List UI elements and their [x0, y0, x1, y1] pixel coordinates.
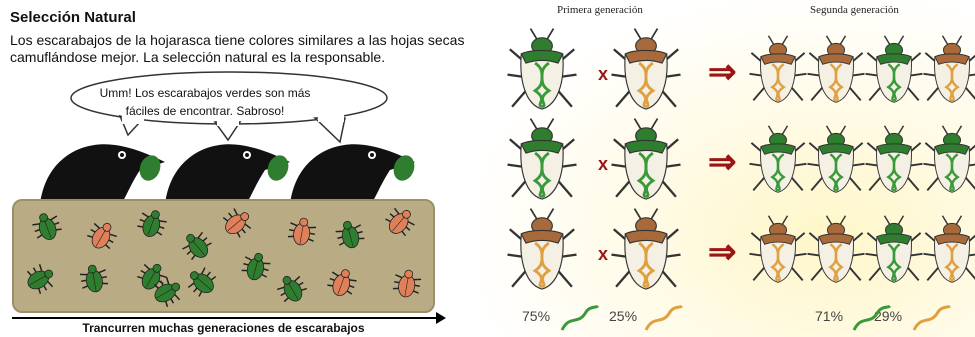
- speech-bubble: [70, 71, 388, 144]
- dna-green-icon-2: [852, 304, 892, 331]
- offspring-row-3-4: [923, 215, 975, 283]
- ground-beetle-5: [222, 208, 252, 238]
- ground-beetles: [26, 207, 422, 307]
- offspring-row-2-4: [923, 125, 975, 193]
- ground-beetle-11: [137, 263, 167, 291]
- offspring-row-1-4: [923, 35, 975, 103]
- crow-1: [40, 144, 165, 205]
- arrow-row-3: ⇒: [708, 233, 737, 271]
- arrow-row-2: ⇒: [708, 143, 737, 181]
- ground-beetle-6: [287, 217, 317, 246]
- ground-beetle-9: [26, 264, 54, 294]
- ground-beetle-3: [137, 210, 167, 237]
- generation-grid: x ⇒ x ⇒ x ⇒: [507, 28, 975, 290]
- ground-beetle-12: [187, 267, 217, 297]
- offspring-row-2-3: [865, 125, 923, 193]
- offspring-row-3-1: [749, 215, 807, 283]
- gen1-brown-pct: 25%: [609, 308, 638, 324]
- arrow-row-1: ⇒: [708, 53, 737, 91]
- ground-beetle-10: [79, 264, 109, 293]
- cross-row-2: x: [598, 154, 608, 174]
- cross-row-1: x: [598, 64, 608, 84]
- ground-beetle-1: [32, 213, 62, 240]
- offspring-row-2-2: [807, 125, 865, 193]
- ground-beetle-15: [327, 269, 357, 296]
- timeline-arrow: [12, 312, 446, 324]
- parent-a-row-2: [507, 118, 577, 200]
- panel-description: Los escarabajos de la hojarasca tiene co…: [10, 32, 465, 65]
- speech-text: Umm! Los escarabajos verdes son más fáci…: [99, 86, 311, 118]
- right-panel: Primera generación Segunda generación x ⇒…: [480, 0, 975, 337]
- crows-illustration: [40, 144, 415, 205]
- dna-green-icon: [560, 304, 600, 331]
- crow-2: [165, 144, 290, 205]
- dna-orange-icon-2: [912, 304, 952, 331]
- ground-beetle-7: [335, 220, 365, 249]
- parent-a-row-3: [507, 208, 577, 290]
- gen2-label: Segunda generación: [810, 4, 899, 16]
- ground-beetle-8: [385, 207, 415, 237]
- offspring-row-2-1: [749, 125, 807, 193]
- parent-a-row-1: [507, 28, 577, 110]
- panel-title: Selección Natural: [10, 9, 136, 26]
- gen1-label: Primera generación: [557, 4, 643, 16]
- crow-3: [290, 144, 415, 205]
- offspring-row-3-3: [865, 215, 923, 283]
- ground-beetle-17: [153, 277, 181, 307]
- ground-beetle-14: [277, 275, 307, 303]
- offspring-row-1-1: [749, 35, 807, 103]
- ground-beetle-16: [392, 269, 422, 298]
- offspring-row-1-2: [807, 35, 865, 103]
- ground-beetle-2: [87, 222, 117, 250]
- cross-row-3: x: [598, 244, 608, 264]
- offspring-row-1-3: [865, 35, 923, 103]
- ground-beetle-13: [241, 252, 271, 281]
- timeline-label: Trancurren muchas generaciones de escara…: [82, 321, 365, 335]
- left-panel: Selección Natural Los escarabajos de la …: [0, 0, 480, 337]
- ground-beetle-4: [182, 231, 212, 261]
- gen2-brown-pct: 29%: [874, 308, 903, 324]
- parent-b-row-1: [611, 28, 681, 110]
- gen2-green-pct: 71%: [815, 308, 844, 324]
- offspring-row-3-2: [807, 215, 865, 283]
- leaf-litter-ground: [12, 199, 435, 313]
- parent-b-row-3: [611, 208, 681, 290]
- parent-b-row-2: [611, 118, 681, 200]
- dna-orange-icon: [644, 304, 684, 331]
- gen1-green-pct: 75%: [522, 308, 551, 324]
